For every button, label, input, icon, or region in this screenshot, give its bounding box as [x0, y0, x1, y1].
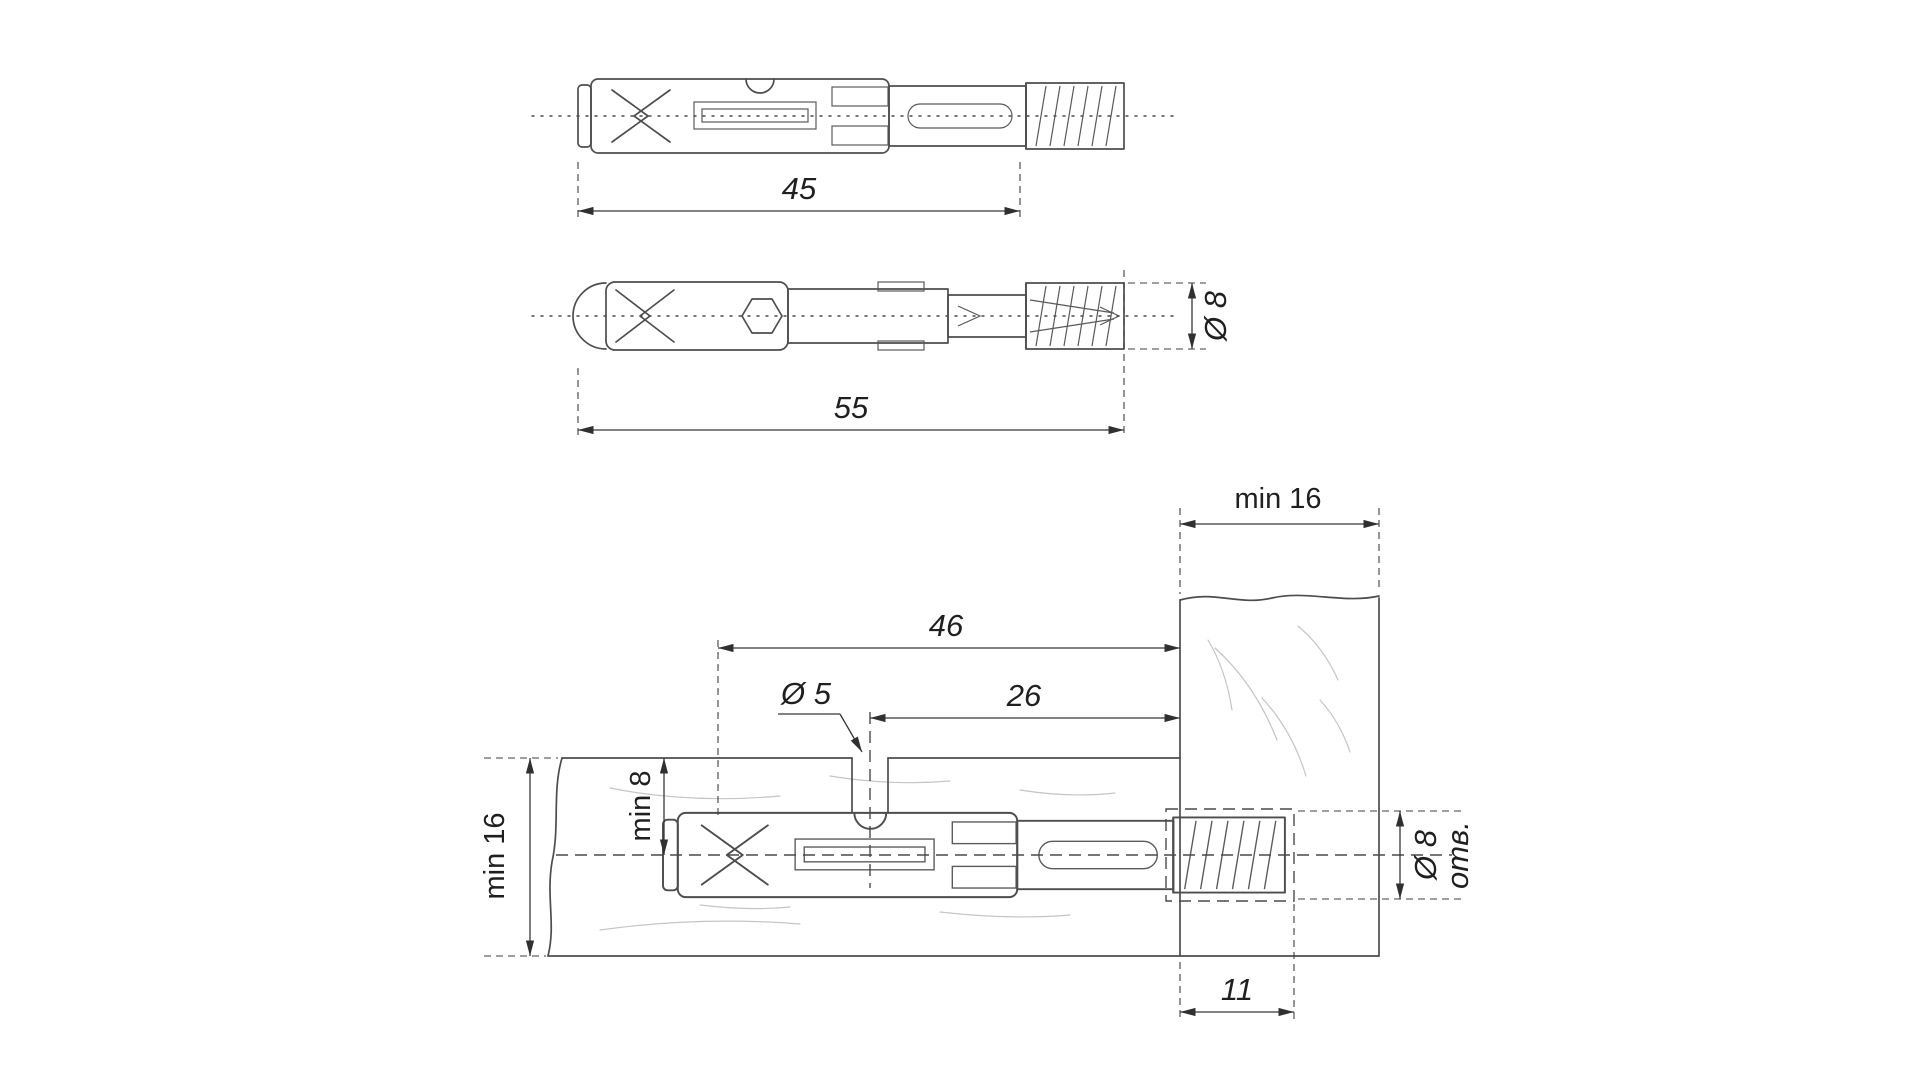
dim-diameter-8-value: Ø 8 — [1198, 290, 1233, 342]
dim-46: 46 — [717, 608, 1180, 818]
dim-55: 55 — [577, 368, 1124, 438]
dim-min8: min 8 — [625, 758, 669, 855]
dim-26: 26 — [870, 678, 1180, 723]
dim-min16-top-value: min 16 — [1234, 483, 1321, 515]
dim-45: 45 — [577, 162, 1021, 222]
installation-view — [547, 594, 1452, 957]
dim-11: 11 — [1179, 904, 1295, 1022]
dim-46-value: 46 — [929, 608, 964, 643]
connector-side-view — [531, 78, 1177, 154]
dim-min16-left: min 16 — [479, 757, 558, 957]
dim-pilot-5: Ø 5 — [778, 676, 863, 753]
vertical-panel — [1179, 594, 1380, 957]
dim-55-value: 55 — [834, 390, 869, 425]
dim-min8-value: min 8 — [625, 771, 657, 842]
dim-26-value: 26 — [1006, 678, 1042, 713]
horizontal-panel — [547, 757, 1380, 957]
dim-min16-left-value: min 16 — [479, 812, 511, 899]
horizontal-panel-grain — [599, 775, 1116, 931]
dim-diameter-8: Ø 8 — [1123, 270, 1233, 438]
connector-section-view — [531, 281, 1177, 351]
vertical-panel-grain — [1207, 625, 1351, 777]
dim-bore-8-word: отв. — [1440, 821, 1475, 889]
dim-11-value: 11 — [1221, 972, 1253, 1007]
dim-min16-top: min 16 — [1179, 483, 1380, 594]
dim-pilot-5-value: Ø 5 — [780, 676, 832, 711]
dim-45-value: 45 — [782, 171, 817, 206]
dim-bore-8-value: Ø 8 — [1408, 829, 1443, 881]
access-hole — [851, 757, 889, 814]
dim-bore-8: Ø 8 отв. — [1298, 810, 1475, 900]
bore-hidden-outline — [1165, 808, 1295, 902]
